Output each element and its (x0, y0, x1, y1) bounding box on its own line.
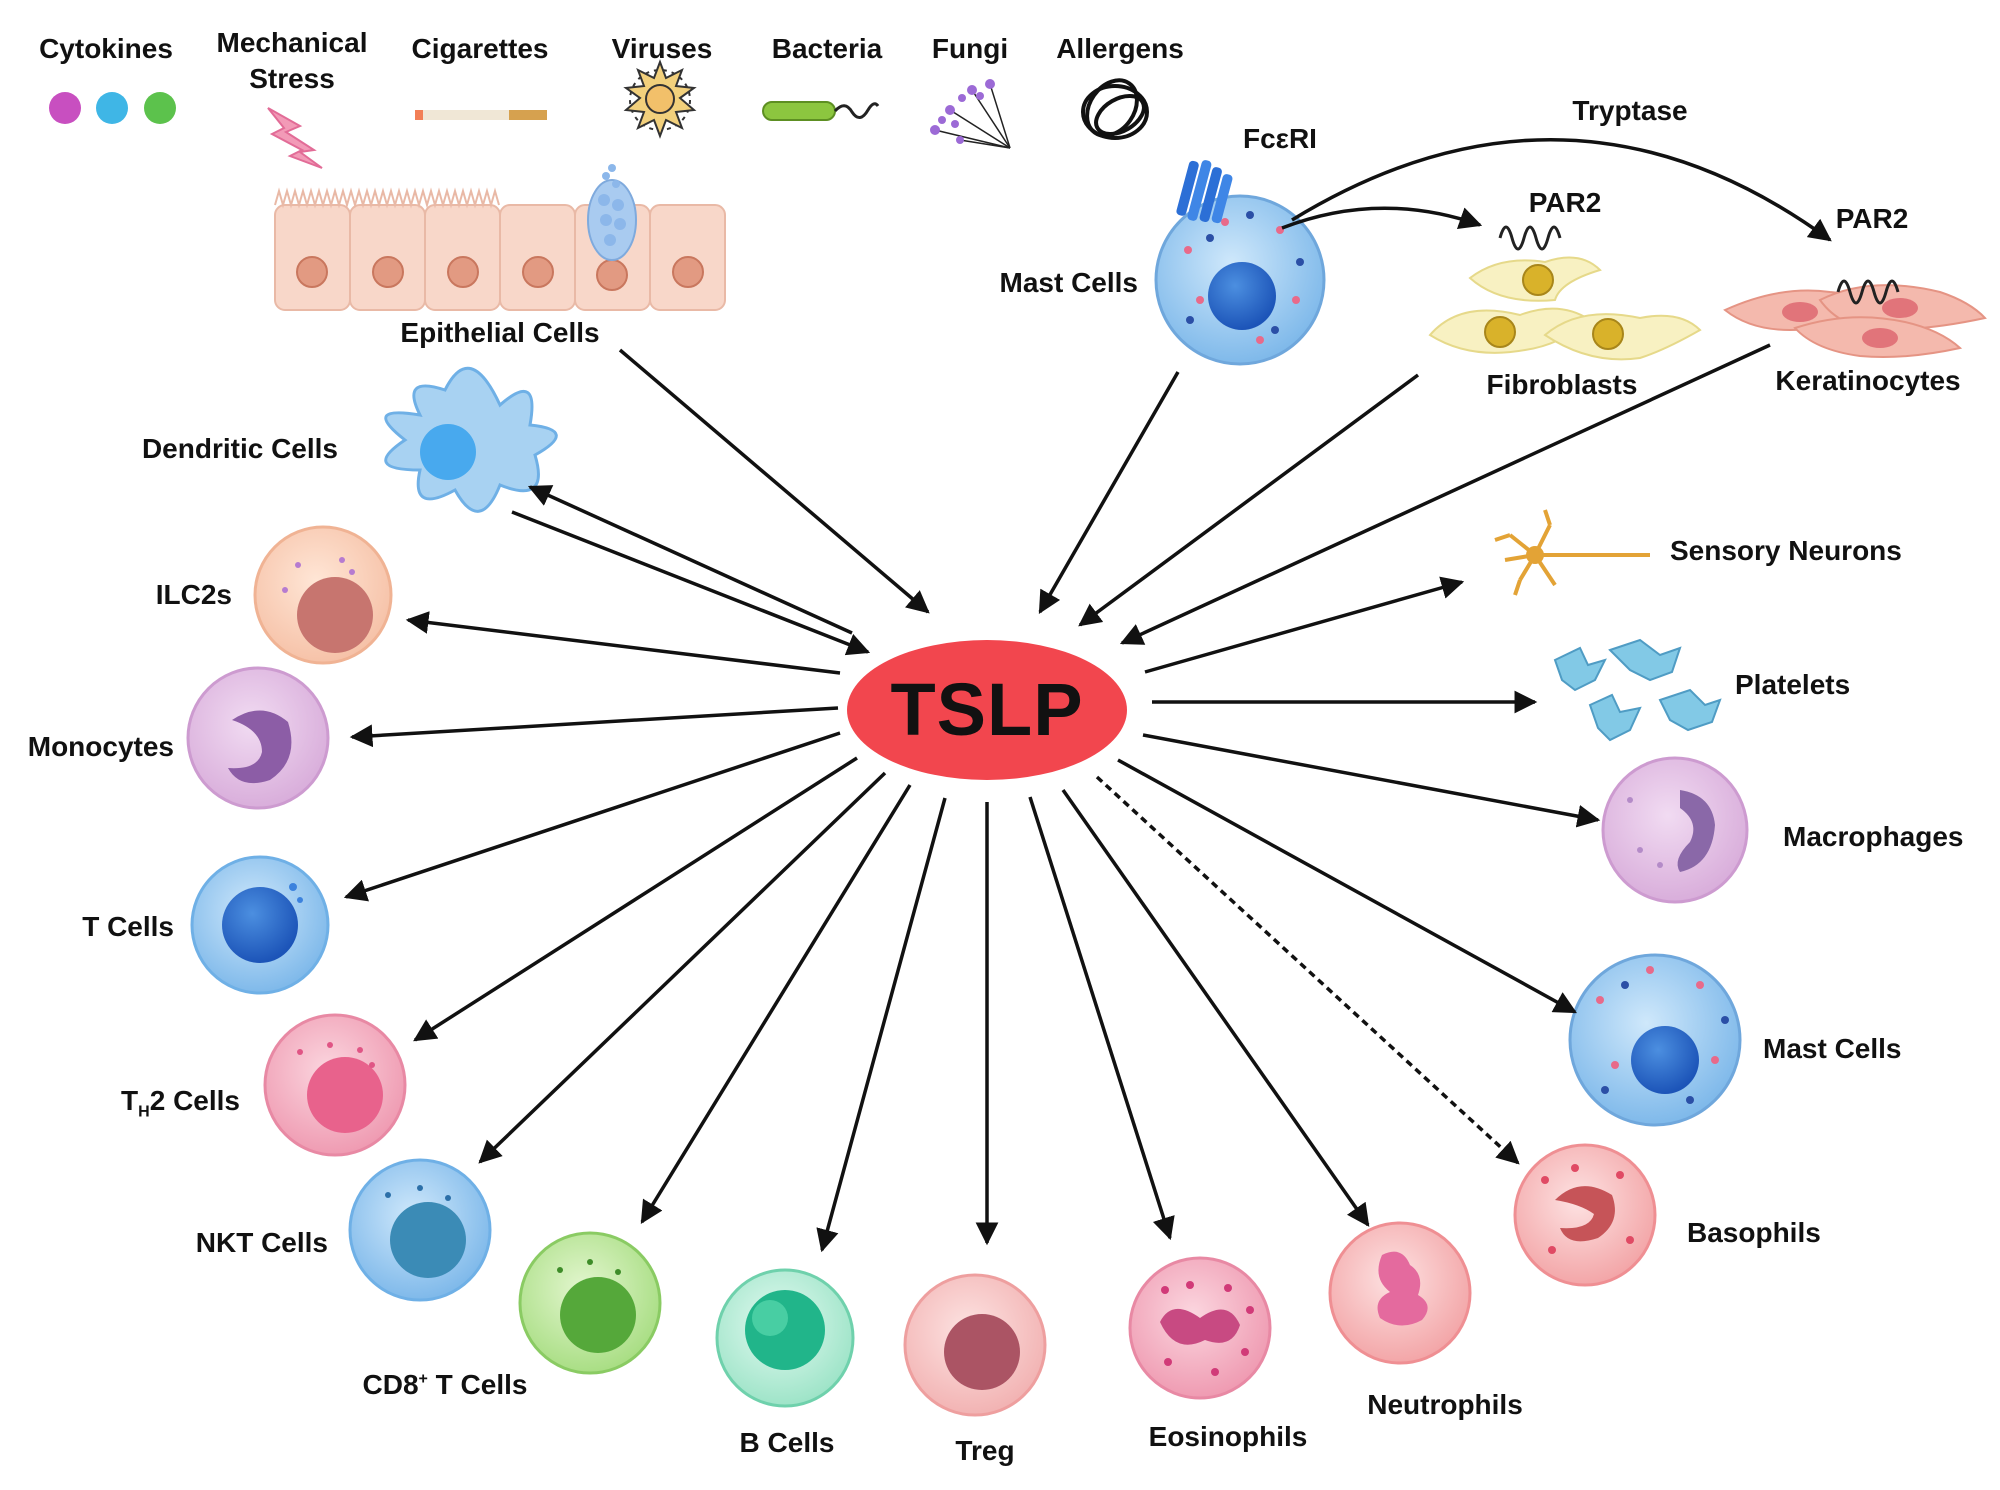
sensory-neuron-icon (1494, 509, 1650, 596)
arrow-basophils (1095, 775, 1520, 1165)
label-platelets: Platelets (1735, 669, 1851, 700)
arrows (343, 137, 1832, 1253)
label-bacteria: Bacteria (771, 33, 883, 64)
label-par2-fibroblast: PAR2 (1528, 187, 1602, 218)
t-cell-icon (190, 855, 330, 995)
dendritic-cell-icon (384, 366, 558, 513)
label-par2-keratinocyte: PAR2 (1835, 203, 1909, 234)
platelets-icon (1553, 638, 1722, 742)
mast-cell-target-icon (1568, 953, 1742, 1127)
arrow-neutrophils (1061, 788, 1370, 1227)
cigarette-icon (415, 110, 547, 120)
label-mast-cells-target: Mast Cells (1763, 1033, 1902, 1064)
bacteria-icon (762, 101, 880, 121)
keratinocytes-icon (1723, 279, 1987, 358)
arrow-eosinophils (1028, 796, 1175, 1241)
allergen-icon (1081, 78, 1149, 140)
arrow-mast-fibroblast (1281, 206, 1483, 230)
arrow-ilc2 (405, 611, 841, 675)
label-viruses: Viruses (611, 33, 713, 64)
label-epithelial-cells: Epithelial Cells (400, 317, 600, 348)
arrow-th2 (413, 756, 858, 1042)
arrow-tryptase (1291, 137, 1832, 242)
label-mechanical-stress-line1: Mechanical (216, 27, 368, 58)
label-monocytes: Monocytes (27, 731, 174, 762)
label-treg: Treg (955, 1435, 1015, 1466)
mast-cell-source-icon (1154, 160, 1326, 366)
label-fibroblasts: Fibroblasts (1486, 369, 1638, 400)
arrow-mast-source (1038, 371, 1180, 614)
epithelial-cells-icon (274, 164, 726, 311)
label-allergens: Allergens (1056, 33, 1184, 64)
center-label: TSLP (890, 667, 1084, 751)
label-keratinocytes: Keratinocytes (1775, 365, 1961, 396)
label-fceri: FcεRI (1243, 123, 1317, 154)
th2-subscript: H (138, 1103, 150, 1121)
arrow-tcells (343, 731, 841, 902)
cd8-suffix: T Cells (427, 1369, 528, 1400)
basophil-icon (1513, 1143, 1657, 1287)
th2-prefix: T (121, 1085, 139, 1116)
label-cd8-t-cells: CD8+ T Cells (362, 1369, 528, 1401)
label-basophils: Basophils (1687, 1217, 1821, 1248)
label-cigarettes: Cigarettes (411, 33, 549, 64)
arrow-dendritic-out (527, 485, 853, 635)
arrow-mast-target (1117, 758, 1577, 1014)
label-mast-cells-source: Mast Cells (999, 267, 1139, 298)
arrow-cd8 (640, 784, 912, 1224)
eosinophil-icon (1128, 1256, 1272, 1400)
tslp-ellipse (847, 640, 1127, 780)
ilc2-icon (253, 525, 393, 665)
label-tryptase: Tryptase (1572, 95, 1688, 126)
arrow-nkt (478, 771, 887, 1164)
monocyte-icon (186, 666, 330, 810)
label-th2-cells: TH2 Cells (121, 1085, 240, 1121)
fungi-icon (930, 79, 1011, 149)
arrow-bcells (816, 797, 947, 1253)
cd8-superscript: + (418, 1370, 428, 1388)
macrophage-icon (1601, 756, 1749, 904)
arrow-fibroblasts (1078, 373, 1420, 627)
arrow-sensory-neurons (1144, 576, 1465, 674)
label-t-cells: T Cells (82, 911, 174, 942)
label-dendritic-cells: Dendritic Cells (141, 433, 338, 464)
arrow-dendritic-in (511, 510, 871, 656)
label-ilc2s: ILC2s (155, 579, 232, 610)
label-nkt-cells: NKT Cells (195, 1227, 328, 1258)
label-fungi: Fungi (931, 33, 1009, 64)
label-macrophages: Macrophages (1783, 821, 1964, 852)
arrow-monocytes (349, 706, 839, 748)
cytokine-icons (49, 92, 176, 124)
lightning-icon (267, 107, 323, 169)
arrow-macrophages (1142, 733, 1601, 828)
label-eosinophils: Eosinophils (1148, 1421, 1308, 1452)
arrow-keratinocytes (1119, 343, 1771, 645)
fibroblasts-icon (1428, 225, 1702, 361)
neutrophil-icon (1328, 1221, 1472, 1365)
label-b-cells: B Cells (739, 1427, 835, 1458)
cd8-t-cell-icon (518, 1231, 662, 1375)
b-cell-icon (715, 1268, 855, 1408)
label-cytokines: Cytokines (39, 33, 173, 64)
label-neutrophils: Neutrophils (1367, 1389, 1523, 1420)
treg-icon (903, 1273, 1047, 1417)
arrow-epithelial (618, 348, 930, 614)
nkt-cell-icon (348, 1158, 492, 1302)
label-mechanical-stress-line2: Stress (249, 63, 335, 94)
virus-icon (623, 59, 697, 139)
th2-cell-icon (263, 1013, 407, 1157)
cd8-prefix: CD8 (362, 1369, 419, 1400)
label-sensory-neurons: Sensory Neurons (1670, 535, 1902, 566)
th2-suffix: 2 Cells (149, 1085, 240, 1116)
